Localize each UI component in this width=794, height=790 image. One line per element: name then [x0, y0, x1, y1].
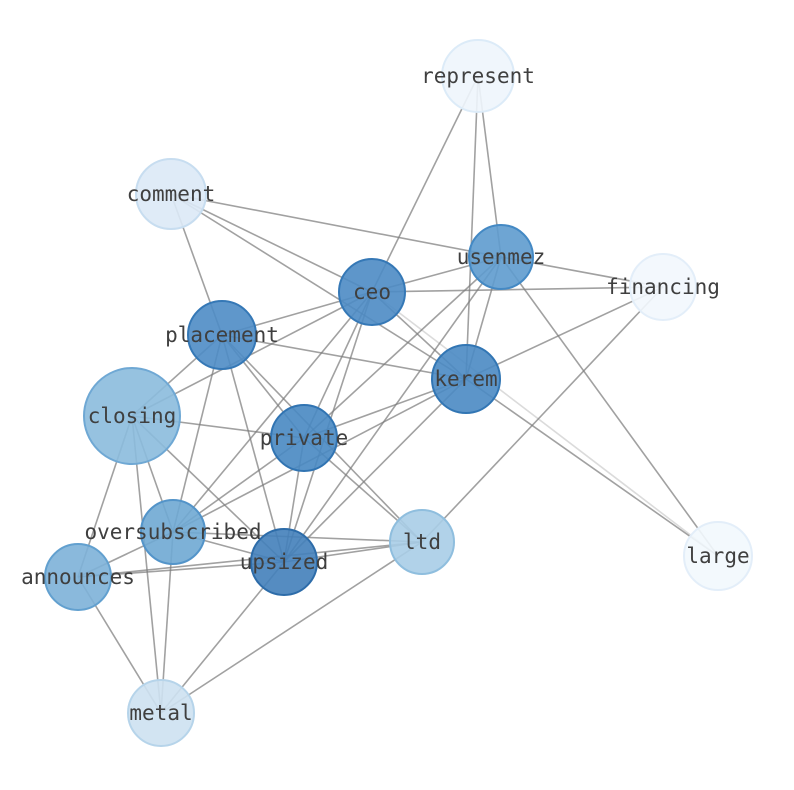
edge-represent-kerem [465, 75, 479, 380]
node-metal [127, 679, 195, 747]
node-ceo [338, 258, 406, 326]
edge-financing-ceo [371, 286, 664, 293]
edge-announces-ltd [77, 541, 423, 578]
edge-ceo-large [371, 291, 719, 557]
node-private [270, 404, 338, 472]
edge-comment-usenmez [170, 193, 502, 258]
edge-financing-kerem [465, 286, 664, 380]
edge-metal-ltd [160, 541, 423, 714]
edge-kerem-upsized [283, 378, 467, 563]
nodes-layer [44, 39, 753, 747]
edge-comment-kerem [170, 193, 467, 380]
node-upsized [250, 528, 318, 596]
edge-comment-ceo [170, 193, 373, 293]
node-large [683, 521, 753, 591]
node-placement [187, 300, 257, 370]
edge-usenmez-private [303, 256, 502, 439]
node-closing [83, 367, 181, 465]
edge-announces-upsized [77, 561, 285, 578]
node-usenmez [468, 224, 534, 290]
node-comment [135, 158, 207, 230]
edge-kerem-large [465, 378, 719, 557]
edge-financing-ltd [421, 286, 664, 543]
edge-closing-metal [131, 415, 162, 714]
node-announces [44, 543, 112, 611]
edge-usenmez-large [500, 256, 719, 557]
edge-placement-upsized [221, 334, 285, 563]
node-kerem [431, 344, 501, 414]
edge-ceo-oversubscribed [172, 291, 373, 533]
node-financing [629, 253, 697, 321]
edge-represent-ceo [371, 75, 479, 293]
node-represent [441, 39, 515, 113]
edge-kerem-placement [221, 334, 467, 380]
edge-usenmez-upsized [283, 256, 502, 563]
node-ltd [389, 509, 455, 575]
node-oversubscribed [140, 499, 206, 565]
